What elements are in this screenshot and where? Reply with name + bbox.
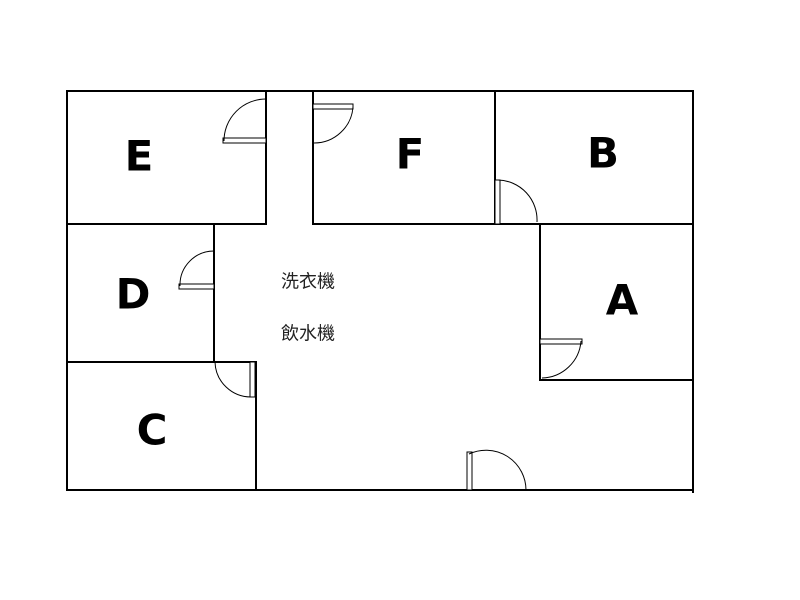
doors xyxy=(178,98,583,491)
washing-machine-label: 洗衣機 xyxy=(281,272,335,293)
door-c xyxy=(214,361,256,398)
room-labels: E F B D A C xyxy=(116,129,639,455)
room-label-a: A xyxy=(606,276,639,325)
room-label-e: E xyxy=(125,132,154,181)
door-f xyxy=(312,103,354,144)
room-label-c: C xyxy=(137,406,168,455)
walls xyxy=(66,90,694,493)
room-label-f: F xyxy=(396,130,425,179)
door-a xyxy=(539,338,583,379)
door-d xyxy=(178,250,215,290)
door-e xyxy=(222,98,267,144)
room-label-b: B xyxy=(587,129,619,178)
door-b xyxy=(494,179,538,225)
room-label-d: D xyxy=(116,270,151,319)
water-dispenser-label: 飲水機 xyxy=(281,324,335,345)
appliance-notes: 洗衣機 飲水機 xyxy=(281,272,335,345)
door-main xyxy=(466,449,527,491)
